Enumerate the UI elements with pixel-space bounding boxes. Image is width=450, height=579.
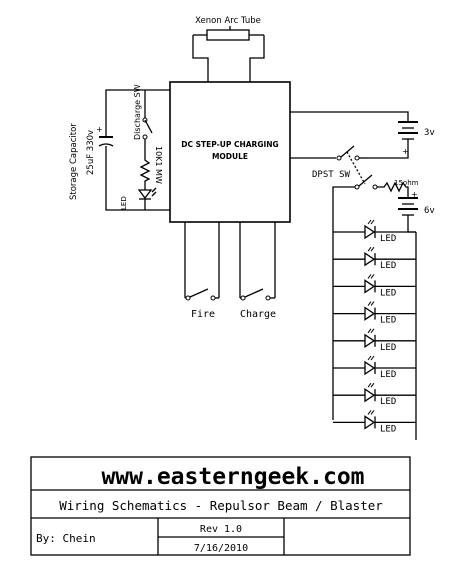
led-label: LED [380, 316, 396, 326]
led-label: LED [380, 424, 396, 434]
led-label: LED [380, 343, 396, 353]
power-circuit: + 3v DPST SW 15ohm + 6v [290, 111, 435, 440]
title-block: www.easterngeek.com Wiring Schematics - … [30, 456, 411, 556]
led-5: LED [333, 328, 416, 353]
resistor-label: 10K1 MW [154, 146, 163, 184]
led-array: LED LED LED LED LED LED LED LED [333, 219, 416, 434]
charge-switch [240, 288, 275, 301]
charging-module: DC STEP-UP CHARGING MODULE [169, 81, 291, 223]
led-3: LED [333, 274, 416, 298]
led-7: LED [333, 382, 416, 407]
capacitor-plus: + [96, 125, 103, 134]
trigger-switches: Fire Charge [184, 222, 276, 320]
led-label: LED [380, 261, 396, 271]
led-1: LED [333, 219, 416, 244]
led-label: LED [380, 397, 396, 407]
website-title: www.easterngeek.com [101, 464, 364, 490]
capacitor-value: 25uF 330v [86, 130, 96, 175]
capacitor-label: Storage Capacitor [69, 123, 79, 200]
fire-label: Fire [191, 309, 215, 320]
charge-label: Charge [240, 309, 276, 320]
fire-switch [185, 288, 219, 301]
small-led-label: LED [120, 196, 128, 210]
led-6: LED [333, 355, 416, 380]
module-label-line2: MODULE [212, 152, 248, 161]
discharge-sw-label: Discharge SW [133, 84, 142, 140]
led-label: LED [380, 370, 396, 380]
led-label: LED [380, 234, 396, 244]
author: By: Chein [36, 532, 96, 545]
module-label-line1: DC STEP-UP CHARGING [181, 140, 278, 149]
schematic-title: Wiring Schematics - Repulsor Beam / Blas… [59, 498, 383, 513]
xenon-arc-tube: Xenon Arc Tube [192, 16, 265, 82]
resistor-15-label: 15ohm [394, 179, 419, 187]
battery-6v-plus: + [411, 190, 418, 199]
xenon-label: Xenon Arc Tube [195, 16, 261, 26]
led-2: LED [333, 246, 416, 271]
led-label: LED [380, 288, 396, 298]
dpst-label: DPST SW [312, 170, 351, 180]
led-4: LED [333, 301, 416, 326]
revision: Rev 1.0 [200, 524, 242, 535]
led-8: LED [333, 410, 416, 434]
battery-3v-plus: + [402, 147, 409, 156]
date: 7/16/2010 [194, 543, 248, 554]
battery-3v-label: 3v [424, 128, 435, 138]
capacitor-circuit: + [96, 89, 170, 211]
battery-6v-label: 6v [424, 206, 435, 216]
